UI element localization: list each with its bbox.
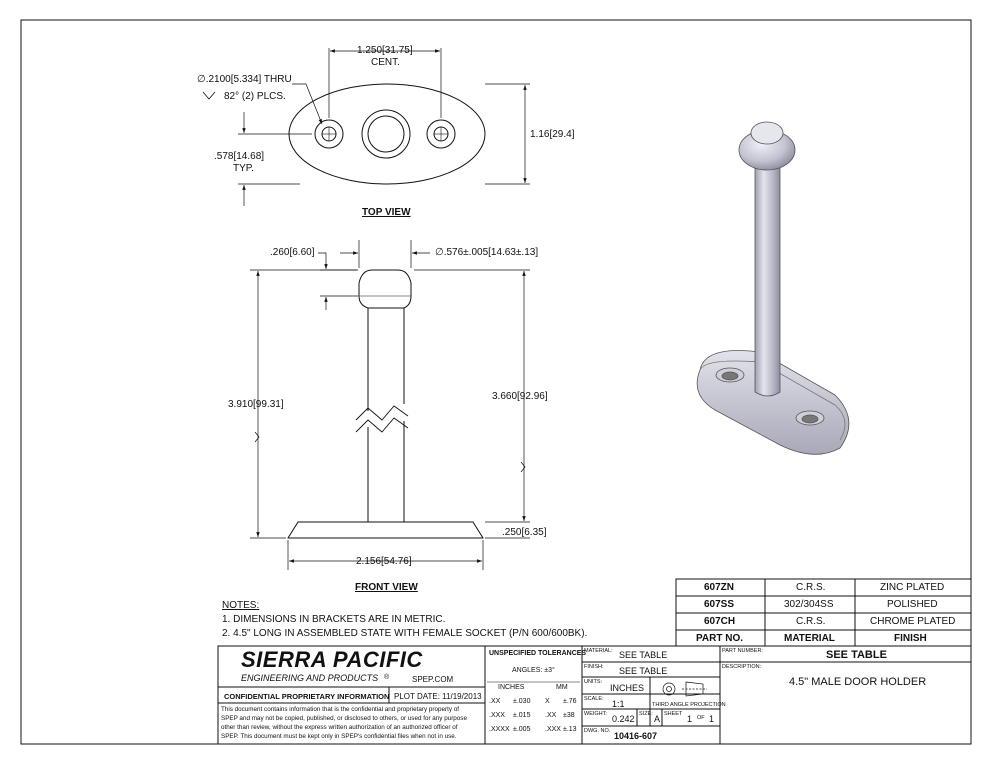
front-view-title: FRONT VIEW (355, 582, 418, 593)
finish-value: SEE TABLE (619, 666, 668, 676)
part-row-2-number: 607SS (704, 599, 735, 610)
projection-label: THIRD ANGLE PROJECTION (652, 702, 726, 708)
tol-row-3-mm: .XXX (545, 726, 561, 733)
dim-width: 1.16[29.4] (530, 129, 575, 140)
note-1: 1. DIMENSIONS IN BRACKETS ARE IN METRIC. (222, 614, 446, 625)
tol-row-2-mm: .XX (545, 712, 557, 719)
description-value: 4.5" MALE DOOR HOLDER (789, 676, 927, 688)
dim-overall-height: 3.910[99.31] (228, 399, 284, 410)
dim-head-diameter: ∅.576±.005[14.63±.13] (435, 247, 539, 258)
sheet-total: 1 (709, 714, 715, 724)
part-row-3-finish: CHROME PLATED (870, 616, 956, 627)
units-label: UNITS: (584, 679, 603, 685)
dim-base-thickness: .250[6.35] (502, 527, 547, 538)
tol-row-1-in-val: ±.030 (513, 698, 531, 705)
tol-row-1-mm: X (545, 698, 550, 705)
tolerances-mm-label: MM (556, 684, 568, 691)
parts-header-part-no: PART NO. (696, 633, 744, 644)
material-label: MATERIAL: (584, 648, 613, 654)
part-row-1-material: C.R.S. (796, 582, 826, 593)
hole-diameter-callout: ∅.2100[5.334] THRU (197, 74, 292, 85)
scale-label: SCALE: (584, 696, 604, 702)
isometric-view (696, 121, 850, 455)
part-number-label: PART NUMBER: (722, 648, 763, 654)
dim-offset: .578[14.68] (214, 151, 265, 162)
part-row-3-material: C.R.S. (796, 616, 826, 627)
title-block-lines (217, 578, 972, 745)
dim-centers-note: CENT. (371, 57, 400, 68)
tol-row-1-in: .XX (489, 698, 501, 705)
top-view-title: TOP VIEW (362, 207, 411, 218)
part-row-1-number: 607ZN (704, 582, 735, 593)
registered-icon: ® (384, 674, 390, 681)
dim-offset-note: TYP. (233, 163, 254, 174)
dwg-no-label: DWG. NO. (584, 728, 611, 734)
notes-heading: NOTES: (222, 600, 260, 611)
part-number-value: SEE TABLE (826, 649, 887, 661)
note-2: 2. 4.5" LONG IN ASSEMBLED STATE WITH FEM… (222, 628, 588, 639)
sheet-of-label: OF (697, 715, 705, 721)
part-row-2-finish: POLISHED (887, 599, 938, 610)
weight-value: 0.242 (612, 714, 635, 724)
legal-line-2: SPEP and may not be copied, published, o… (221, 715, 467, 722)
scale-value: 1:1 (612, 699, 625, 709)
units-value: INCHES (610, 683, 645, 693)
dim-centers: 1.250[31.75] (357, 45, 413, 56)
dim-base-length: 2.156[54.76] (356, 556, 412, 567)
finish-label: FINISH: (584, 664, 604, 670)
tol-row-2-mm-val: ±38 (563, 712, 575, 719)
dwg-no-value: 10416-607 (614, 731, 658, 741)
size-value: A (654, 714, 661, 724)
material-value: SEE TABLE (619, 650, 668, 660)
countersink-callout: 82° (2) PLCS. (224, 91, 286, 102)
company-subtitle: ENGINEERING AND PRODUCTS (241, 673, 379, 683)
part-row-3-number: 607CH (704, 616, 736, 627)
tol-row-3-in-val: ±.005 (513, 726, 531, 733)
weight-label: WEIGHT: (584, 711, 607, 717)
legal-line-4: SPEP. This document must be kept only in… (221, 733, 457, 740)
company-logo-text: SIERRA PACIFIC (241, 647, 423, 672)
top-view-geometry (202, 48, 530, 206)
parts-header-material: MATERIAL (784, 633, 835, 644)
confidential-label: CONFIDENTIAL PROPRIETARY INFORMATION (224, 692, 390, 701)
company-website: SPEP.COM (412, 675, 454, 684)
tol-row-1-mm-val: ±.76 (563, 698, 577, 705)
size-label: SIZE: (639, 711, 653, 717)
dim-head-height: .260[6.60] (270, 247, 315, 258)
sheet-value: 1 (687, 714, 693, 724)
tolerances-angles: ANGLES: ±3° (512, 667, 555, 674)
tol-row-2-in: .XXX (489, 712, 505, 719)
legal-line-3: other than review, without the express w… (221, 724, 458, 731)
tol-row-3-mm-val: ±.13 (563, 726, 577, 733)
description-label: DESCRIPTION: (722, 664, 762, 670)
front-view-geometry (250, 240, 530, 570)
parts-header-finish: FINISH (894, 633, 927, 644)
part-row-2-material: 302/304SS (784, 599, 834, 610)
tolerances-heading: UNSPECIFIED TOLERANCES (489, 650, 587, 657)
dim-shaft-height: 3.660[92.96] (492, 391, 548, 402)
projection-symbol (662, 681, 707, 697)
tol-row-2-in-val: ±.015 (513, 712, 531, 719)
tol-row-3-in: .XXXX (489, 726, 510, 733)
legal-line-1: This document contains information that … (221, 706, 460, 713)
part-row-1-finish: ZINC PLATED (880, 582, 945, 593)
plot-date: PLOT DATE: 11/19/2013 (394, 692, 482, 701)
tolerances-inches-label: INCHES (498, 684, 525, 691)
sheet-label: SHEET (664, 711, 683, 717)
